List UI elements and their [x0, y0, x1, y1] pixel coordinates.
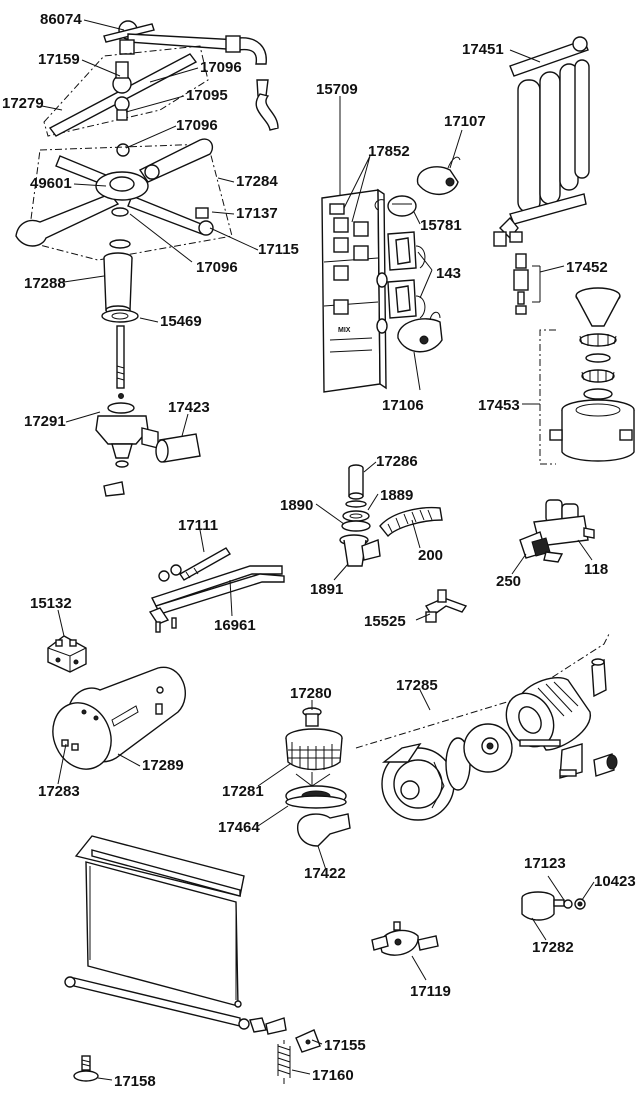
pressure-switch	[374, 195, 417, 217]
part-label: 17096	[176, 117, 218, 134]
door-panel	[64, 835, 287, 1035]
part-label: 17106	[382, 397, 424, 414]
part-label: 15469	[160, 313, 202, 330]
rocker-switches	[376, 231, 426, 334]
door-latch	[295, 1029, 321, 1053]
selector-knob-upper	[416, 156, 461, 195]
part-label: 17160	[312, 1067, 354, 1084]
part-label: 17453	[478, 397, 520, 414]
thermostat	[47, 635, 87, 673]
part-label: 15132	[30, 595, 72, 612]
drain-shaft-assembly	[95, 325, 159, 497]
part-label: 17137	[236, 205, 278, 222]
leveling-foot	[73, 1055, 99, 1082]
part-label: 17289	[142, 757, 184, 774]
part-label: 17111	[178, 517, 218, 534]
leader-lines	[41, 19, 595, 1081]
part-label: 17280	[290, 685, 332, 702]
part-label: 17464	[218, 819, 260, 836]
part-label: 17115	[258, 241, 299, 258]
part-label: 17107	[444, 113, 486, 130]
gasket-plate	[101, 309, 139, 323]
part-label: 17286	[376, 453, 418, 470]
part-label: 15781	[420, 217, 462, 234]
part-label: 17096	[196, 259, 238, 276]
part-label: 17452	[566, 259, 608, 276]
part-label: 17282	[532, 939, 574, 956]
part-label: 17123	[524, 855, 566, 872]
circulation-pump-assembly	[355, 631, 618, 821]
sleeve	[155, 433, 201, 463]
part-label: 17281	[222, 783, 264, 800]
part-label: 15709	[316, 81, 358, 98]
part-label: 16961	[214, 617, 256, 634]
part-label: 250	[496, 573, 521, 590]
part-label: 1890	[280, 497, 313, 514]
selector-knob-lower	[397, 311, 443, 353]
part-label: 1889	[380, 487, 413, 504]
upper-spray-arm-assembly	[15, 20, 279, 261]
air-break-assembly	[549, 287, 635, 462]
part-label: 200	[418, 547, 443, 564]
part-label: 17423	[168, 399, 210, 416]
spray-arm-tube	[103, 239, 133, 315]
inlet-valve	[513, 253, 529, 315]
drain-hose	[379, 506, 443, 538]
heating-element	[148, 547, 285, 633]
part-label: 17155	[324, 1037, 366, 1054]
part-label: 143	[436, 265, 461, 282]
part-label: 17291	[24, 413, 66, 430]
motor-solenoid	[521, 891, 586, 921]
y-connector	[424, 589, 468, 623]
part-label: 17451	[462, 41, 504, 58]
part-label: 17852	[368, 143, 410, 160]
part-label: 17279	[2, 95, 44, 112]
part-label: 15525	[364, 613, 406, 630]
part-label: 1891	[310, 581, 343, 598]
part-label: 17158	[114, 1073, 156, 1090]
part-label: 17096	[200, 59, 242, 76]
part-label: 17095	[186, 87, 228, 104]
part-label: 17422	[304, 865, 346, 882]
part-label: 17283	[38, 783, 80, 800]
door-spring	[277, 1040, 291, 1084]
part-label: 118	[584, 561, 608, 578]
part-label: 17288	[24, 275, 66, 292]
drain-fitting-parts	[339, 464, 381, 567]
part-label: 17119	[410, 983, 451, 1000]
part-label: 17285	[396, 677, 438, 694]
part-label: 10423	[594, 873, 636, 890]
part-label: 17159	[38, 51, 80, 68]
part-label: 17284	[236, 173, 278, 190]
control-panel: MIX	[321, 188, 387, 393]
part-label: 86074	[40, 11, 82, 28]
pump-filter-assembly	[285, 707, 351, 847]
part-label: 49601	[30, 175, 72, 192]
door-hinge-spring-part	[371, 921, 439, 956]
boiler-tank	[52, 666, 186, 770]
solenoid-valve	[519, 499, 595, 563]
heat-exchanger	[493, 36, 590, 247]
part-labels: 86074 17159 17279 17096 17095 17096 4960…	[2, 11, 636, 1090]
svg-text:MIX: MIX	[338, 327, 351, 334]
